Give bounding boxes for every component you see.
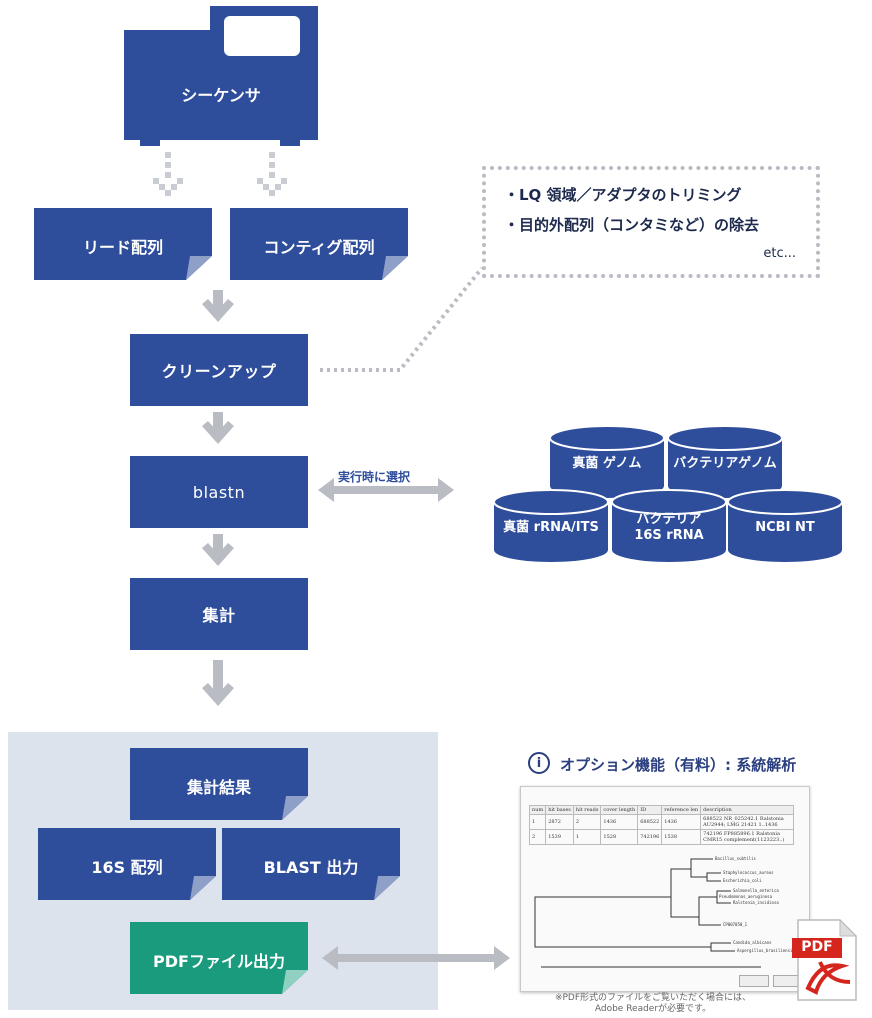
pdf-out-label: PDFファイル出力: [153, 952, 285, 971]
phylogenetic-tree-picture: Bacillus_subtilis Staphylococcus_aureus …: [534, 856, 795, 968]
aggregate-label: 集計: [202, 606, 236, 625]
footnote-line-1: ※PDF形式のファイルをご覧いただく場合には、: [554, 993, 752, 1003]
dotted-arrows: [153, 152, 287, 196]
svg-text:Salmonella_enterica: Salmonella_enterica: [733, 888, 779, 893]
pdf-icon-text: PDF: [801, 939, 833, 955]
svg-text:Staphylococcus_aureus: Staphylococcus_aureus: [723, 870, 774, 875]
info-icon-glyph: i: [536, 755, 542, 771]
db-bacteria-16s: バクテリア 16S rRNA: [634, 512, 704, 543]
blast-out-doc-shape: [222, 828, 400, 900]
reads-label: リード配列: [82, 238, 163, 257]
svg-text:CP007050_1: CP007050_1: [723, 922, 748, 927]
svg-text:Bacillus_subtilis: Bacillus_subtilis: [715, 856, 757, 861]
note-item-trimming: ・LQ 領域／アダプタのトリミング: [504, 186, 742, 204]
reads-doc-shape: [34, 208, 212, 280]
option-title: オプション機能（有料）: 系統解析: [560, 756, 797, 774]
results-label: 集計結果: [186, 778, 251, 797]
blastn-box: blastn: [130, 456, 308, 528]
sequencer-label: シーケンサ: [181, 86, 261, 105]
info-icon: i: [528, 752, 550, 774]
note-etc: etc...: [763, 246, 796, 261]
database-cylinders: [493, 425, 843, 562]
blastn-label: blastn: [192, 482, 246, 502]
svg-text:Ralstonia_insidiosa: Ralstonia_insidiosa: [733, 900, 779, 905]
db-fungi-genome: 真菌 ゲノム: [572, 456, 642, 471]
svg-text:Aspergillus_brasiliensis: Aspergillus_brasiliensis: [737, 948, 795, 953]
sequencer-shape: [124, 6, 318, 146]
svg-text:Pseudomonas_aeruginosa: Pseudomonas_aeruginosa: [719, 894, 773, 899]
aggregate-box: 集計: [130, 578, 308, 650]
svg-text:Candida_albicans: Candida_albicans: [733, 940, 772, 945]
db-fungi-rrna-its: 真菌 rRNA/ITS: [503, 520, 599, 535]
cleanup-box: クリーンアップ: [130, 334, 308, 406]
seq16s-doc-shape: [38, 828, 216, 900]
select-arrow: [318, 478, 454, 502]
cleanup-label: クリーンアップ: [161, 362, 277, 381]
db-bacteria-genome: バクテリアゲノム: [673, 456, 777, 471]
seq16s-label: 16S 配列: [91, 858, 163, 877]
cleanup-note: ・LQ 領域／アダプタのトリミング ・目的外配列（コンタミなど）の除去 etc.…: [482, 166, 820, 278]
report-used-button-picture: [739, 975, 769, 987]
contigs-label: コンティグ配列: [263, 238, 375, 257]
db-ncbi-nt: NCBI NT: [755, 520, 815, 535]
contigs-doc-shape: [230, 208, 408, 280]
flow-arrows: [202, 290, 234, 706]
pdf-footnote: ※PDF形式のファイルをご覧いただく場合には、 Adobe Readerが必要で…: [548, 993, 758, 1015]
select-at-runtime-label: 実行時に選択: [338, 470, 411, 484]
svg-text:Escherichia_coli: Escherichia_coli: [723, 878, 762, 883]
pdf-out-doc-shape: [130, 922, 308, 994]
results-doc-shape: [130, 748, 308, 820]
pdf-file-icon: PDF: [790, 918, 860, 1002]
footnote-line-2: Adobe Readerが必要です。: [594, 1004, 712, 1014]
pdf-arrow: [322, 946, 510, 970]
blast-out-label: BLAST 出力: [263, 858, 359, 877]
note-item-contamination: ・目的外配列（コンタミなど）の除去: [504, 216, 760, 234]
